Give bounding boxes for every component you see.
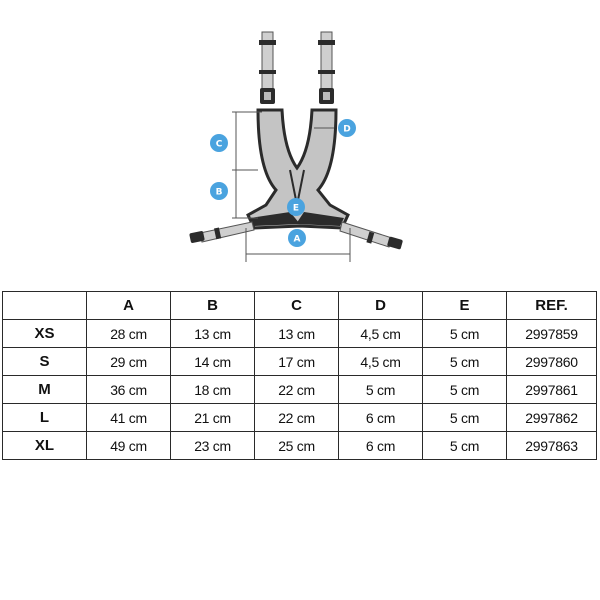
left-shoulder-strap: [259, 31, 276, 104]
cell-e: 5 cm: [422, 319, 507, 348]
cell-b: 21 cm: [170, 403, 255, 432]
cell-e: 5 cm: [422, 431, 507, 460]
right-lower-strap: [339, 221, 403, 250]
cell-ref: 2997861: [506, 375, 597, 404]
size-chart-table: A B C D E REF. XS 28 cm 13 cm 13 cm 4,5 …: [2, 291, 597, 460]
column-header-a: A: [86, 291, 171, 320]
table-row: L 41 cm 21 cm 22 cm 6 cm 5 cm 2997862: [2, 403, 597, 432]
size-label: M: [2, 375, 87, 404]
cell-b: 18 cm: [170, 375, 255, 404]
cell-c: 13 cm: [254, 319, 339, 348]
cell-a: 41 cm: [86, 403, 171, 432]
cell-ref: 2997859: [506, 319, 597, 348]
cell-ref: 2997863: [506, 431, 597, 460]
cell-d: 5 cm: [338, 375, 423, 404]
svg-text:D: D: [343, 125, 350, 135]
cell-d: 6 cm: [338, 431, 423, 460]
table-row: S 29 cm 14 cm 17 cm 4,5 cm 5 cm 2997860: [2, 347, 597, 376]
size-label: L: [2, 403, 87, 432]
size-label: S: [2, 347, 87, 376]
size-label: XL: [2, 431, 87, 460]
right-shoulder-strap: [318, 31, 335, 104]
dimension-lines: [232, 111, 351, 262]
cell-b: 23 cm: [170, 431, 255, 460]
cell-d: 6 cm: [338, 403, 423, 432]
table-row: XS 28 cm 13 cm 13 cm 4,5 cm 5 cm 2997859: [2, 319, 597, 348]
callout-c: C: [210, 134, 228, 152]
table-row: M 36 cm 18 cm 22 cm 5 cm 5 cm 2997861: [2, 375, 597, 404]
svg-text:B: B: [216, 188, 223, 198]
column-header-e: E: [422, 291, 507, 320]
table-header-row: A B C D E REF.: [2, 291, 597, 320]
column-header-b: B: [170, 291, 255, 320]
cell-e: 5 cm: [422, 375, 507, 404]
table-row: XL 49 cm 23 cm 25 cm 6 cm 5 cm 2997863: [2, 431, 597, 460]
cell-a: 28 cm: [86, 319, 171, 348]
callout-e: E: [287, 198, 305, 216]
cell-d: 4,5 cm: [338, 319, 423, 348]
cell-d: 4,5 cm: [338, 347, 423, 376]
corner-cell: [2, 291, 87, 320]
cell-e: 5 cm: [422, 347, 507, 376]
cell-c: 17 cm: [254, 347, 339, 376]
cell-ref: 2997860: [506, 347, 597, 376]
harness-diagram: C B D E A: [189, 31, 403, 262]
callout-b: B: [210, 182, 228, 200]
callout-a: A: [288, 229, 306, 247]
cell-c: 22 cm: [254, 375, 339, 404]
svg-text:C: C: [216, 140, 223, 150]
cell-a: 49 cm: [86, 431, 171, 460]
cell-b: 14 cm: [170, 347, 255, 376]
column-header-c: C: [254, 291, 339, 320]
callout-d: D: [338, 119, 356, 137]
svg-text:A: A: [294, 235, 301, 245]
cell-e: 5 cm: [422, 403, 507, 432]
cell-b: 13 cm: [170, 319, 255, 348]
cell-c: 25 cm: [254, 431, 339, 460]
column-header-ref: REF.: [506, 291, 597, 320]
vest-pad: [246, 108, 350, 230]
cell-a: 29 cm: [86, 347, 171, 376]
column-header-d: D: [338, 291, 423, 320]
size-label: XS: [2, 319, 87, 348]
cell-a: 36 cm: [86, 375, 171, 404]
left-lower-strap: [189, 221, 255, 243]
cell-ref: 2997862: [506, 403, 597, 432]
cell-c: 22 cm: [254, 403, 339, 432]
svg-text:E: E: [293, 204, 299, 214]
